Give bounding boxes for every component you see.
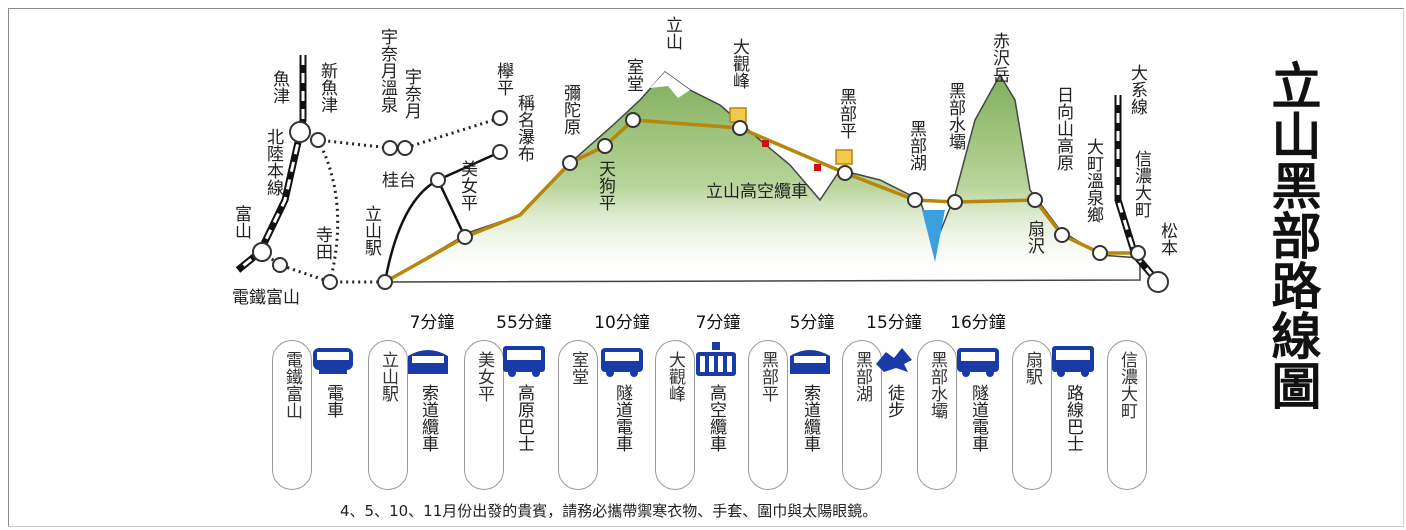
mode-label: 電車 xyxy=(323,384,343,418)
duration-5: 5分鐘 xyxy=(789,313,835,333)
label-toyama: 富山 xyxy=(231,205,251,239)
label-mt-tateyama: 立山 xyxy=(662,16,682,50)
label-bijodaira: 美女平 xyxy=(457,160,477,211)
mode-label: 索道纜車 xyxy=(418,384,438,452)
mode-label: 隧道電車 xyxy=(968,384,988,452)
label-keyakidaira: 欅平 xyxy=(493,62,513,96)
page-title: 立山黑部路線圖 xyxy=(1262,60,1322,410)
ropeway-station-icon xyxy=(729,107,747,123)
station-pill: 黑部水壩 xyxy=(917,340,957,490)
station-name: 大觀峰 xyxy=(665,351,685,402)
station-name: 黑部水壩 xyxy=(927,351,947,419)
station-name: 扇駅 xyxy=(1022,351,1042,385)
mode-cable-car: 索道纜車 xyxy=(780,342,840,452)
station-pill: 黑部湖 xyxy=(842,340,882,490)
ropeway-car-icon xyxy=(762,140,769,147)
ropeway-car-icon xyxy=(814,164,821,171)
station-pill: 美女平 xyxy=(464,340,504,490)
mode-trolley-bus: 隧道電車 xyxy=(592,342,652,452)
station-name: 信濃大町 xyxy=(1117,351,1137,419)
station-name: 電鐵富山 xyxy=(282,351,302,419)
route-map xyxy=(235,55,1169,293)
mode-label: 隧道電車 xyxy=(612,384,632,452)
station-name: 立山駅 xyxy=(378,351,398,402)
mode-train: 電車 xyxy=(303,342,363,418)
mode-route-bus: 路線巴士 xyxy=(1043,342,1103,452)
label-hinata-kogen: 日向山高原 xyxy=(1053,86,1073,171)
duration-1: 7分鐘 xyxy=(409,313,455,333)
mode-trolley-bus: 隧道電車 xyxy=(948,342,1008,452)
duration-3: 10分鐘 xyxy=(594,313,650,333)
label-midagahara: 彌陀原 xyxy=(560,84,580,135)
diagram-frame xyxy=(8,8,1404,527)
mode-label: 徒步 xyxy=(884,384,904,418)
mode-label: 高空纜車 xyxy=(706,384,726,452)
cable-car-icon xyxy=(790,350,830,374)
mode-label: 路線巴士 xyxy=(1063,384,1083,452)
station-pill: 室堂 xyxy=(558,340,598,490)
station-pill: 扇駅 xyxy=(1012,340,1052,490)
label-dentetsu-toyama: 電鐵富山 xyxy=(232,288,300,308)
mode-label: 高原巴士 xyxy=(514,384,534,452)
cable-car-icon xyxy=(408,350,448,374)
label-hokuriku-line: 北陸本線 xyxy=(263,128,283,196)
trolley-bus-icon xyxy=(601,348,643,377)
station-markers xyxy=(252,110,1169,293)
label-katsuradai: 桂台 xyxy=(382,171,416,191)
bus-icon xyxy=(1052,346,1094,377)
label-akazawadake: 赤沢岳 xyxy=(989,32,1009,83)
duration-4: 7分鐘 xyxy=(695,313,741,333)
label-tateyama-st: 立山駅 xyxy=(361,205,381,256)
mode-ropeway: 高空纜車 xyxy=(686,342,746,452)
label-omachi-onsen: 大町溫泉鄉 xyxy=(1083,138,1103,223)
mode-cable-car: 索道纜車 xyxy=(398,342,458,452)
bus-icon xyxy=(503,346,545,377)
station-pill: 黑部平 xyxy=(748,340,788,490)
title-text: 立山黑部路線圖 xyxy=(1263,60,1322,410)
label-matsumoto: 松本 xyxy=(1157,222,1177,256)
walking-icon xyxy=(876,348,912,372)
dam-lake xyxy=(922,210,945,262)
ropeway-icon xyxy=(696,342,736,376)
label-unazuki-onsen: 宇奈月溫泉 xyxy=(377,28,397,113)
label-kurobedaira: 黑部平 xyxy=(836,88,856,139)
station-pill: 信濃大町 xyxy=(1107,340,1147,490)
label-kurobeko: 黑部湖 xyxy=(906,120,926,171)
label-ropeway: 立山高空纜車 xyxy=(706,182,808,202)
station-name: 室堂 xyxy=(568,351,588,385)
label-daikanbo: 大觀峰 xyxy=(729,38,749,89)
duration-2: 55分鐘 xyxy=(496,313,552,333)
label-oito-line: 大系線 xyxy=(1127,64,1147,115)
station-pill: 電鐵富山 xyxy=(272,340,312,490)
label-murodo: 室堂 xyxy=(623,58,643,92)
snow-cap xyxy=(650,72,690,98)
trolley-bus-icon xyxy=(957,348,999,377)
station-name: 美女平 xyxy=(474,351,494,402)
label-shomyo-falls: 稱名瀑布 xyxy=(514,94,534,162)
mode-walking: 徒步 xyxy=(864,342,924,418)
label-ogizawa: 扇沢 xyxy=(1024,220,1044,254)
station-pill: 大觀峰 xyxy=(655,340,695,490)
label-uozu: 魚津 xyxy=(269,70,289,104)
label-shin-uozu: 新魚津 xyxy=(317,62,337,113)
mode-highland-bus: 高原巴士 xyxy=(494,342,554,452)
label-unazuki: 宇奈月 xyxy=(401,68,421,119)
station-name: 黑部湖 xyxy=(852,351,872,402)
train-icon xyxy=(313,348,353,374)
ropeway-station-icon xyxy=(835,149,853,165)
mode-label: 索道纜車 xyxy=(800,384,820,452)
label-shinano-omachi: 信濃大町 xyxy=(1131,150,1151,218)
station-name: 黑部平 xyxy=(758,351,778,402)
label-kurobe-dam: 黑部水壩 xyxy=(945,82,965,150)
label-tengudaira: 天狗平 xyxy=(595,160,615,211)
duration-7: 16分鐘 xyxy=(950,313,1006,333)
label-terada: 寺田 xyxy=(312,226,332,260)
station-pill: 立山駅 xyxy=(368,340,408,490)
travel-note: 4、5、10、11月份出發的貴賓，請務必攜帶禦寒衣物、手套、圍巾與太陽眼鏡。 xyxy=(340,502,878,520)
duration-6: 15分鐘 xyxy=(866,313,922,333)
